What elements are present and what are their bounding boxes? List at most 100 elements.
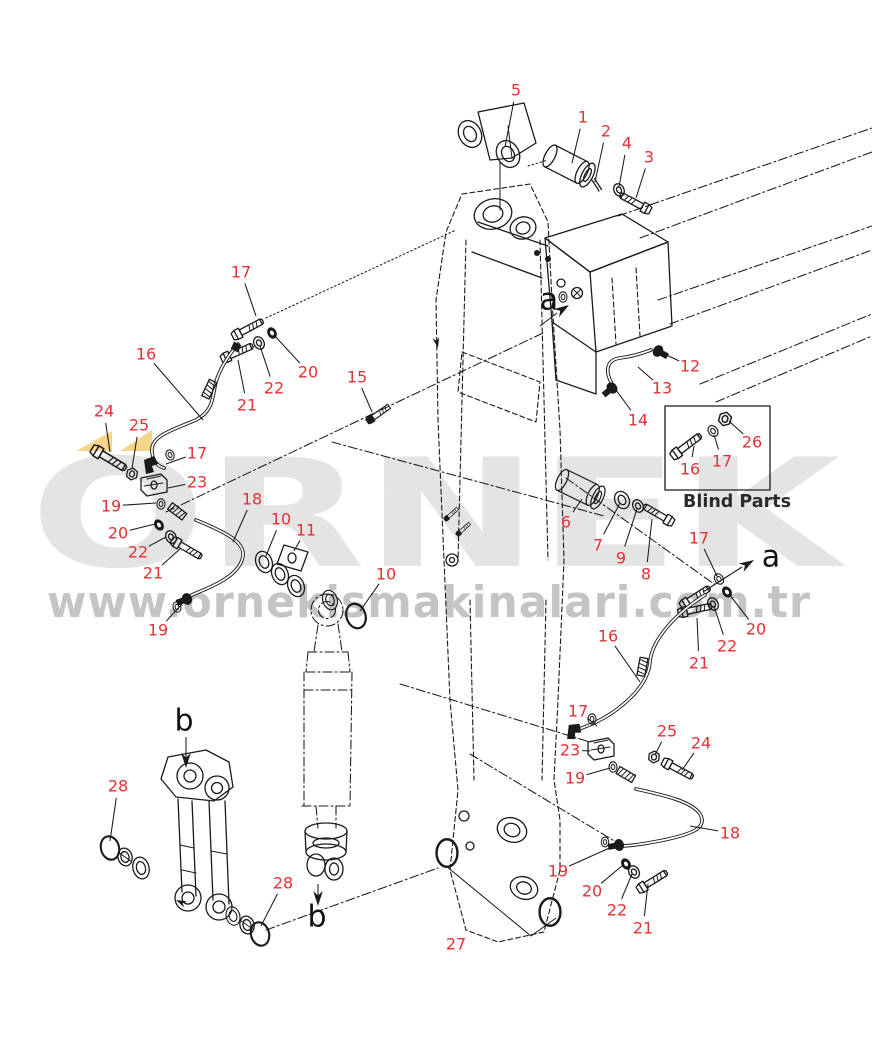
part-callout-16: 16: [680, 460, 700, 479]
callout-leader-line: [681, 752, 695, 771]
part-callout-17: 17: [231, 263, 251, 282]
part-callout-21: 21: [633, 919, 653, 938]
callout-leader-line: [635, 168, 646, 199]
part-callout-13: 13: [652, 379, 672, 398]
callout-leader-line: [259, 345, 271, 377]
callout-leader-line: [568, 845, 615, 867]
part-callout-9: 9: [616, 549, 626, 568]
part-callout-26: 26: [742, 433, 762, 452]
right-hose-18-parts: [587, 737, 704, 896]
part-callout-28: 28: [108, 777, 128, 796]
construction-lines: [165, 229, 715, 931]
part-callout-18: 18: [242, 490, 262, 509]
callout-leader-line: [273, 334, 301, 364]
part-callout-16: 16: [598, 627, 618, 646]
callout-leaders: [105, 101, 750, 927]
callout-leader-line: [572, 498, 583, 513]
callout-leader-line: [621, 873, 633, 900]
callout-leader-line: [594, 142, 605, 183]
part-callout-23: 23: [187, 473, 207, 492]
callout-leader-line: [122, 502, 157, 506]
part-callout-17: 17: [187, 444, 207, 463]
callout-leader-line: [728, 420, 744, 435]
part-callout-27: 27: [446, 935, 466, 954]
blind-parts-title: Blind Parts: [683, 492, 791, 512]
callout-leader-line: [696, 617, 700, 652]
callout-leader-line: [105, 422, 111, 453]
callout-leader-line: [232, 509, 248, 543]
callout-leader-line: [131, 436, 138, 469]
callout-leader-line: [654, 741, 663, 756]
part-callout-19: 19: [565, 769, 585, 788]
callout-leader-line: [691, 445, 695, 458]
callout-leader-line: [600, 864, 624, 884]
callout-leader-line: [643, 883, 649, 917]
part-callout-20: 20: [108, 524, 128, 543]
part-callout-20: 20: [582, 882, 602, 901]
callout-leader-line: [237, 359, 246, 394]
part-callout-15: 15: [347, 368, 367, 387]
callout-leader-line: [624, 508, 638, 547]
part-callout-14: 14: [628, 411, 648, 430]
callout-leader-line: [165, 602, 184, 622]
callout-leader-line: [153, 362, 204, 421]
bucket-cylinder: [301, 593, 353, 881]
callout-leader-line: [260, 893, 278, 927]
part-callout-10: 10: [271, 510, 291, 529]
callout-leader-line: [646, 518, 653, 563]
callout-leader-line: [587, 717, 598, 727]
part-callout-21: 21: [237, 396, 257, 415]
view-letter-a: a: [762, 540, 780, 575]
view-arrows: [181, 291, 757, 906]
part-callout-6: 6: [561, 513, 571, 532]
part-callout-5: 5: [511, 81, 521, 100]
part-callout-19: 19: [548, 862, 568, 881]
part-callout-4: 4: [622, 134, 632, 153]
part-callout-24: 24: [691, 734, 711, 753]
callout-leader-line: [244, 283, 257, 317]
bucket-orings-27: [435, 838, 562, 937]
callout-leader-line: [713, 605, 724, 635]
part-callout-22: 22: [717, 637, 737, 656]
part-callout-16: 16: [136, 345, 156, 364]
part-callout-22: 22: [607, 901, 627, 920]
part-callout-24: 24: [94, 402, 114, 421]
part-callout-17: 17: [568, 702, 588, 721]
view-letter-b: b: [174, 704, 193, 739]
callout-leader-line: [728, 593, 750, 620]
part-callout-28: 28: [273, 874, 293, 893]
part-callout-12: 12: [680, 357, 700, 376]
callout-leader-line: [359, 583, 380, 612]
callout-leader-line: [148, 536, 167, 547]
callout-leader-line: [713, 434, 720, 450]
callout-leader-line: [586, 767, 611, 776]
callout-leader-line: [361, 387, 373, 413]
arm-line-art: [432, 183, 565, 943]
callout-leader-line: [161, 548, 181, 566]
part-callout-1: 1: [578, 108, 588, 127]
callout-leader-line: [618, 154, 626, 188]
thrust-washer-set: [251, 544, 370, 632]
callout-leader-line: [129, 523, 156, 531]
part-callout-2: 2: [601, 122, 611, 141]
part-callout-25: 25: [129, 416, 149, 435]
part-callout-8: 8: [641, 565, 651, 584]
part-callout-17: 17: [712, 452, 732, 471]
part-callout-20: 20: [298, 363, 318, 382]
left-hose-16: [144, 341, 242, 474]
left-hose-18-parts: [88, 442, 245, 614]
part-callout-22: 22: [264, 379, 284, 398]
part-callout-17: 17: [689, 529, 709, 548]
callout-leader-line: [167, 483, 186, 489]
part-callout-25: 25: [657, 722, 677, 741]
part-callout-22: 22: [128, 543, 148, 562]
callout-leader-line: [265, 529, 277, 557]
part-callout-23: 23: [560, 741, 580, 760]
part-callout-19: 19: [101, 497, 121, 516]
callout-leader-line: [109, 797, 117, 842]
callout-leader-line: [293, 540, 301, 552]
right-hose-16: [565, 593, 707, 743]
part-callout-18: 18: [720, 824, 740, 843]
